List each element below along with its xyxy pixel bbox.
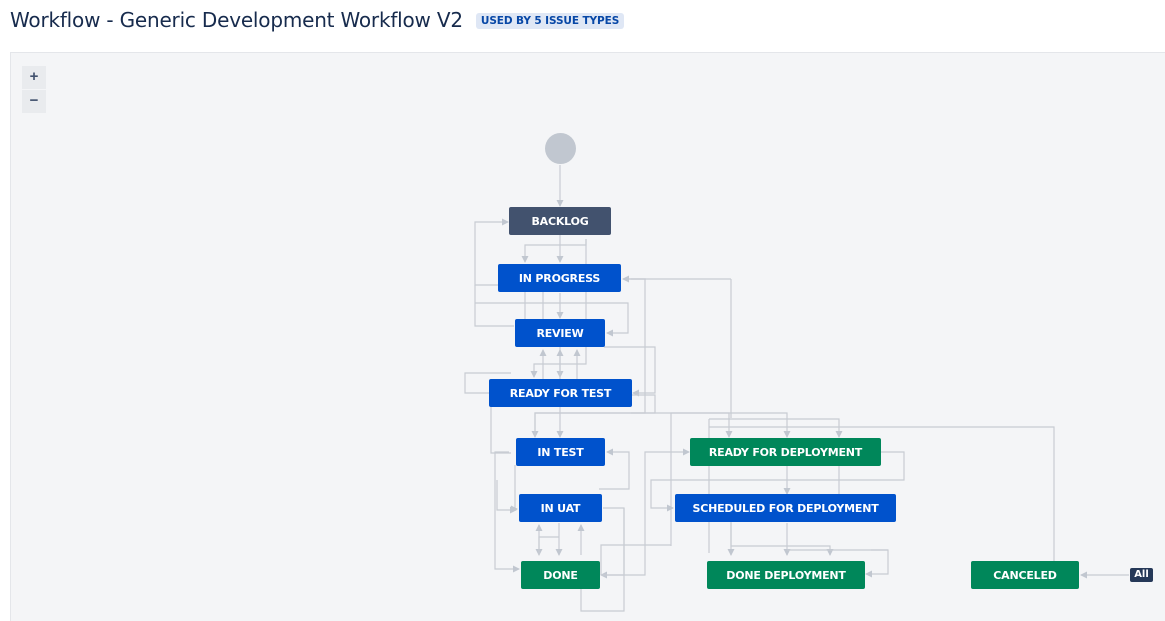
- transition-line: [604, 346, 656, 397]
- status-ready-for-test[interactable]: READY FOR TEST: [489, 379, 632, 407]
- transition-line: [709, 426, 1055, 561]
- transition-lines: [464, 165, 1129, 612]
- transition-line: [600, 507, 625, 579]
- transition-line: [650, 451, 905, 512]
- transition-line: [511, 465, 518, 513]
- transition-line: [580, 508, 625, 612]
- transition-line: [475, 302, 629, 337]
- global-transition-tag[interactable]: All: [1130, 568, 1153, 582]
- zoom-controls: + −: [22, 66, 46, 113]
- workflow-start-node: [545, 133, 576, 164]
- status-backlog[interactable]: BACKLOG: [509, 207, 611, 235]
- transition-line: [496, 480, 517, 514]
- status-scheduled-for-deployment[interactable]: SCHEDULED FOR DEPLOYMENT: [675, 494, 896, 522]
- transition-line: [601, 448, 690, 576]
- zoom-in-button[interactable]: +: [22, 66, 46, 89]
- status-in-progress[interactable]: IN PROGRESS: [498, 264, 621, 292]
- transition-line: [474, 218, 509, 286]
- page-header: Workflow - Generic Development Workflow …: [10, 6, 625, 34]
- transition-line: [709, 418, 843, 438]
- status-ready-for-deployment[interactable]: READY FOR DEPLOYMENT: [690, 438, 881, 466]
- status-in-uat[interactable]: IN UAT: [519, 494, 602, 522]
- usage-badge[interactable]: USED BY 5 ISSUE TYPES: [475, 13, 625, 29]
- transition-line: [599, 451, 630, 490]
- transition-line: [670, 412, 791, 438]
- transition-line: [494, 451, 520, 573]
- status-in-test[interactable]: IN TEST: [516, 438, 605, 466]
- transition-line: [865, 549, 889, 578]
- status-done-deployment[interactable]: DONE DEPLOYMENT: [707, 561, 865, 589]
- workflow-diagram-canvas[interactable]: + −: [10, 52, 1165, 621]
- status-review[interactable]: REVIEW: [515, 319, 605, 347]
- page-title: Workflow - Generic Development Workflow …: [10, 8, 463, 32]
- transition-line: [464, 372, 511, 394]
- transition-line: [534, 412, 733, 438]
- transition-line: [474, 285, 514, 327]
- transition-line: [600, 544, 671, 575]
- status-canceled[interactable]: CANCELED: [971, 561, 1079, 589]
- transition-line: [535, 536, 559, 556]
- zoom-out-button[interactable]: −: [22, 89, 46, 113]
- transition-line: [490, 403, 511, 454]
- transition-line: [521, 239, 587, 263]
- status-done[interactable]: DONE: [521, 561, 600, 589]
